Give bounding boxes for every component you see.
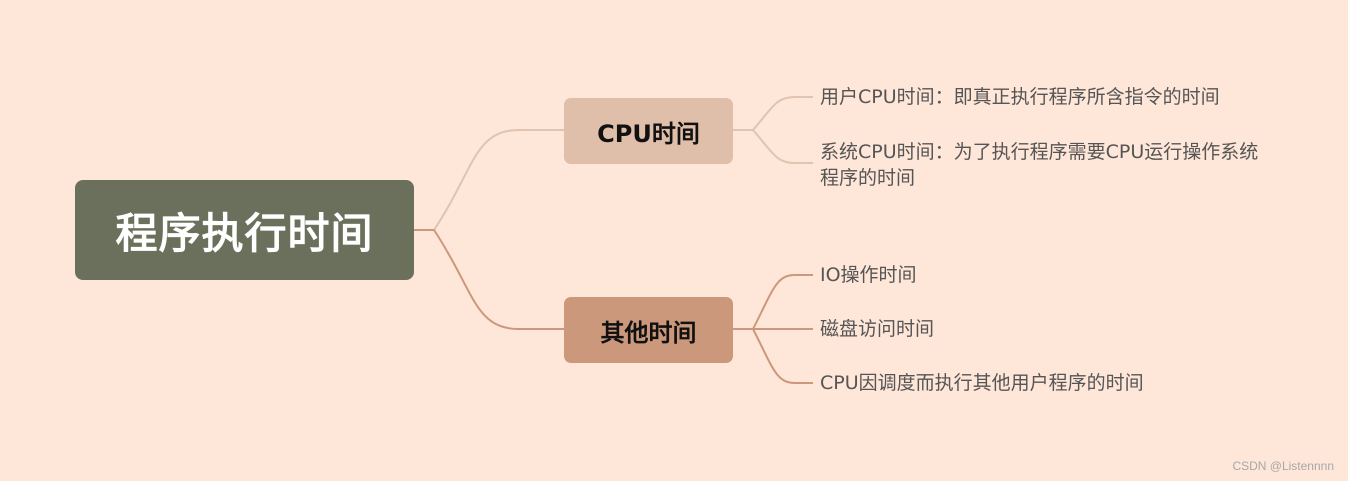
connector-other-to-io-time xyxy=(733,274,813,330)
branch-other-time: 其他时间 xyxy=(564,297,733,363)
connector-root-to-cpu xyxy=(414,129,564,231)
leaf-disk-access-time: 磁盘访问时间 xyxy=(820,318,935,340)
root-node: 程序执行时间 xyxy=(75,180,414,280)
branch-cpu-time: CPU时间 xyxy=(564,98,733,164)
connector-other-to-schedule-time xyxy=(733,328,813,384)
leaf-user-cpu-time: 用户CPU时间：即真正执行程序所含指令的时间 xyxy=(820,86,1220,108)
leaf-io-time: IO操作时间 xyxy=(820,264,917,286)
leaf-cpu-scheduling-time: CPU因调度而执行其他用户程序的时间 xyxy=(820,372,1144,394)
connector-cpu-to-user-time xyxy=(733,96,813,131)
connector-cpu-to-system-time xyxy=(733,129,813,164)
leaf-system-cpu-time: 系统CPU时间：为了执行程序需要CPU运行操作系统程序的时间 xyxy=(820,141,1259,189)
watermark: CSDN @Listennnn xyxy=(1232,459,1334,473)
connector-root-to-other xyxy=(414,229,564,330)
